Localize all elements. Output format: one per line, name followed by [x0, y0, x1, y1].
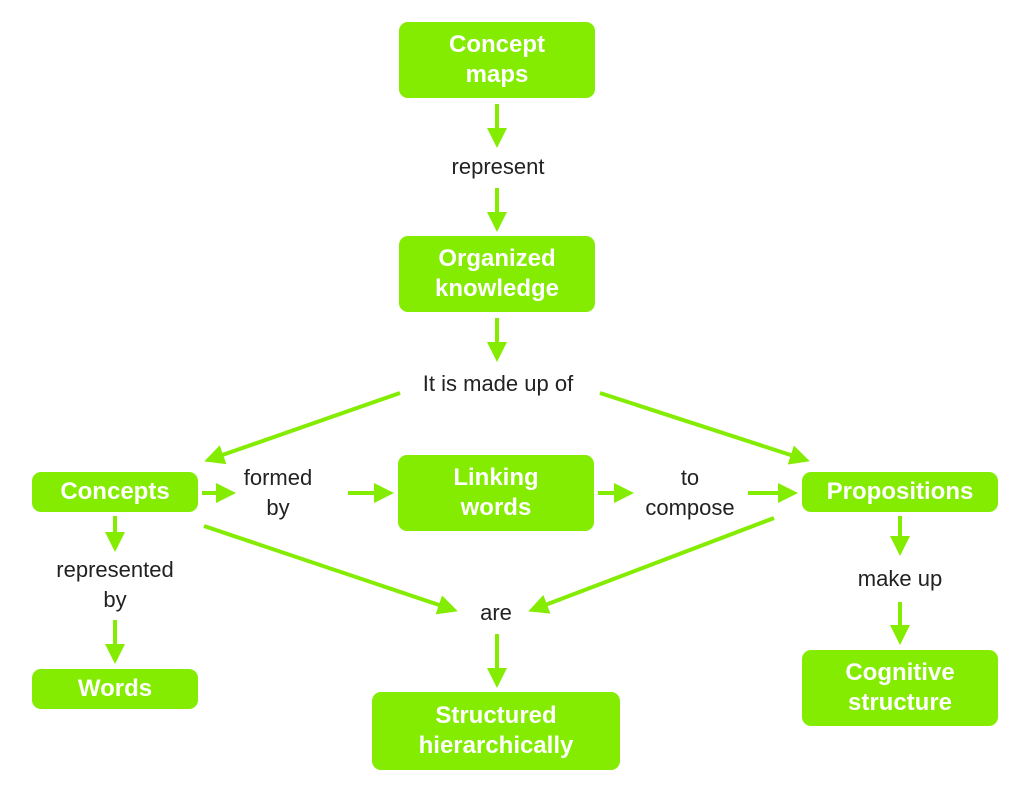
node-structured-hierarchically-line-1: Structured [435, 702, 557, 729]
link-represent-line-1: represent [451, 154, 545, 179]
link-make-up: make up [838, 563, 962, 595]
node-words: Words [32, 669, 198, 709]
arrow-made-up-of-to-concepts [204, 391, 401, 465]
node-organized-knowledge-line-2: knowledge [434, 275, 560, 302]
link-represented-by: represented by [44, 554, 186, 616]
arrow-propositions-to-are [528, 516, 775, 614]
node-linking-words-line-1: Linking [453, 464, 539, 491]
link-formed-by-line-1: formed [243, 465, 313, 490]
node-propositions-line-1: Propositions [826, 478, 974, 505]
node-concepts: Concepts [32, 472, 198, 512]
link-are: are [466, 597, 526, 629]
link-to-compose: to compose [632, 462, 748, 524]
node-organized-knowledge-line-1: Organized [438, 245, 556, 272]
node-cognitive-structure-line-2: structure [847, 689, 953, 716]
node-cognitive-structure: Cognitive structure [802, 650, 998, 726]
node-structured-hierarchically: Structured hierarchically [372, 692, 620, 770]
node-structured-hierarchically-line-2: hierarchically [418, 732, 574, 759]
link-it-is-made-up-of-line-1: It is made up of [422, 371, 574, 396]
link-to-compose-line-1: to [680, 465, 700, 490]
link-represent: represent [430, 150, 566, 184]
link-are-line-1: are [480, 600, 512, 625]
link-represented-by-line-2: by [103, 587, 127, 612]
node-concepts-line-1: Concepts [60, 478, 170, 505]
link-formed-by-line-2: by [266, 495, 290, 520]
node-words-line-1: Words [77, 675, 153, 702]
link-to-compose-line-2: compose [645, 495, 735, 520]
arrow-made-up-of-to-propositions [599, 391, 810, 465]
node-concept-maps: Concept maps [399, 22, 595, 98]
link-formed-by: formed by [238, 462, 318, 524]
link-make-up-line-1: make up [857, 566, 943, 591]
node-cognitive-structure-line-1: Cognitive [845, 659, 955, 686]
link-represented-by-line-1: represented [56, 557, 174, 582]
node-linking-words: Linking words [398, 455, 594, 531]
arrow-concepts-to-are [203, 524, 458, 615]
link-it-is-made-up-of: It is made up of [395, 367, 601, 401]
node-propositions: Propositions [802, 472, 998, 512]
node-organized-knowledge: Organized knowledge [399, 236, 595, 312]
node-concept-maps-line-1: Concept [449, 31, 545, 58]
node-concept-maps-line-2: maps [465, 61, 529, 88]
node-linking-words-line-2: words [460, 494, 532, 521]
